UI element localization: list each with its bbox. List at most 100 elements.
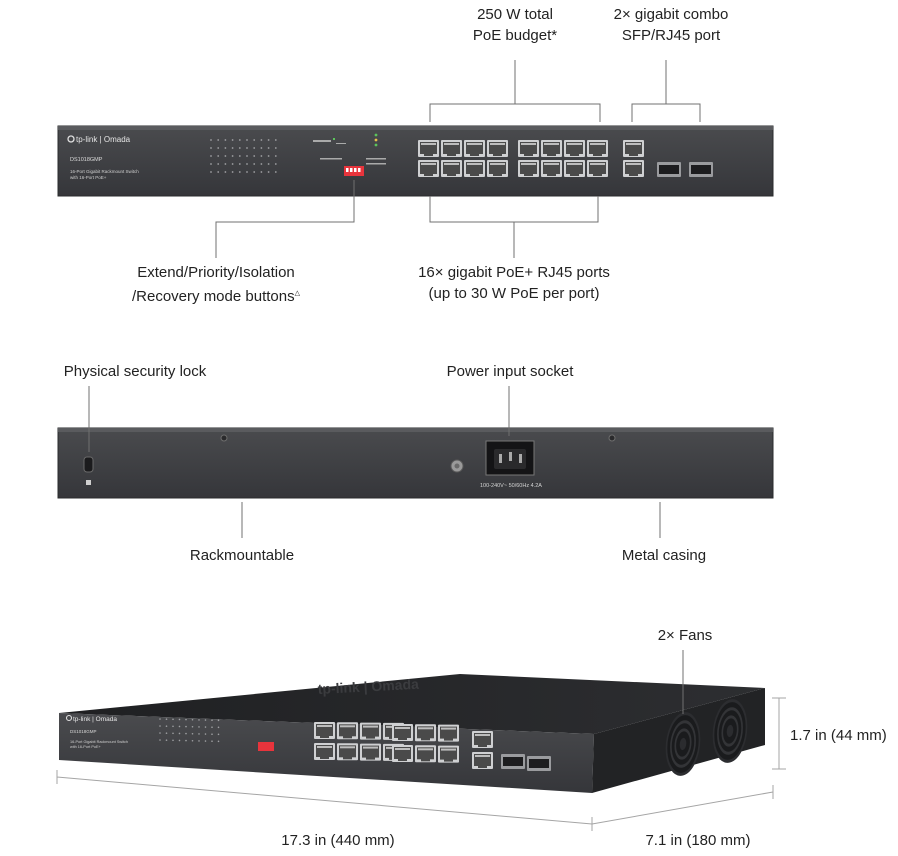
rj45-port-bottom-3[interactable]	[464, 160, 485, 177]
led-dot	[211, 719, 213, 721]
led-dot	[172, 725, 174, 728]
persp-port-top-6[interactable]	[415, 724, 436, 742]
led-dot	[260, 163, 263, 165]
rj45-port-top-7[interactable]	[564, 140, 585, 157]
brand-logo: tp-link | Omada	[76, 135, 131, 144]
dimension-height: 1.7 in (44 mm)	[790, 727, 887, 744]
led-dot	[238, 147, 241, 149]
led-dot	[238, 155, 241, 157]
led-dot	[191, 725, 194, 728]
rj45-port-bottom-2[interactable]	[441, 160, 462, 177]
sfp-port-1[interactable]	[657, 162, 681, 177]
callout-poe-budget: 250 W total PoE budget*	[455, 4, 575, 46]
svg-text:tp-link | Omada: tp-link | Omada	[317, 676, 419, 697]
led-dot	[224, 163, 227, 165]
led-dot	[274, 139, 277, 141]
persp-port-bottom-3[interactable]	[360, 743, 381, 761]
persp-port-top-1[interactable]	[314, 722, 335, 739]
led-dot	[198, 726, 200, 728]
perspective-combo-bottom[interactable]	[472, 752, 493, 769]
led-dot	[165, 725, 168, 727]
power-socket[interactable]	[485, 440, 535, 476]
led-dot	[217, 740, 220, 743]
persp-port-bottom-2[interactable]	[337, 743, 358, 761]
rj45-port-top-8[interactable]	[587, 140, 608, 157]
led-dot	[210, 147, 212, 149]
persp-port-bottom-7[interactable]	[438, 745, 459, 763]
persp-port-top-2[interactable]	[337, 722, 358, 740]
led-dot	[165, 732, 168, 734]
led-dot	[198, 733, 200, 735]
led-dot	[211, 726, 213, 728]
perspective-logo: tp-link | Omada DS1018GMP 16-Port Gigabi…	[65, 714, 128, 749]
persp-port-bottom-6[interactable]	[415, 745, 436, 763]
rj45-port-top-6[interactable]	[541, 140, 562, 157]
rj45-port-bottom-6[interactable]	[541, 160, 562, 177]
rear-leader-lines	[88, 386, 661, 538]
callout-power-socket: Power input socket	[446, 363, 574, 380]
led-dot	[253, 163, 256, 165]
led-dot	[185, 739, 187, 742]
led-dot	[178, 739, 181, 742]
led-dot	[159, 718, 161, 720]
led-dot	[178, 732, 181, 735]
led-dot	[267, 163, 270, 165]
persp-port-top-3[interactable]	[360, 722, 381, 740]
led-dot	[253, 139, 256, 141]
rj45-port-bottom-1[interactable]	[418, 160, 439, 177]
led-dot	[217, 163, 220, 165]
combo-rj45-port-top[interactable]	[623, 140, 644, 157]
led-dot	[238, 171, 241, 173]
led-dot	[210, 163, 212, 165]
led-dot	[274, 171, 277, 173]
led-dot	[217, 147, 220, 149]
rj45-port-bottom-5[interactable]	[518, 160, 539, 177]
led-dot	[224, 171, 227, 173]
led-dot	[238, 163, 241, 165]
perspective-sfp-1[interactable]	[501, 754, 525, 769]
model-label: DS1018GMP	[70, 157, 103, 163]
led-dot	[159, 725, 161, 727]
perspective-combo-top[interactable]	[472, 731, 493, 748]
front-panel-view: tp-link | Omada DS1018GMP 16-Port Gigabi…	[57, 60, 774, 258]
svg-text:with 16-Port PoE+: with 16-Port PoE+	[70, 745, 101, 749]
combo-rj45-port-bottom[interactable]	[623, 160, 644, 177]
led-dot	[267, 171, 270, 173]
callout-mode-buttons: Extend/Priority/Isolation /Recovery mode…	[106, 262, 326, 307]
model-desc-1: 16-Port Gigabit Rackmount Switch	[70, 169, 139, 174]
rj45-port-top-5[interactable]	[518, 140, 539, 157]
led-dot	[231, 139, 234, 141]
rj45-port-top-3[interactable]	[464, 140, 485, 157]
model-desc-2: with 16-Port PoE+	[70, 175, 107, 180]
persp-port-top-5[interactable]	[392, 724, 413, 741]
security-lock-slot[interactable]	[83, 456, 94, 473]
led-dot	[231, 163, 234, 165]
led-dot	[204, 719, 207, 721]
front-chassis	[57, 125, 774, 197]
led-dot	[204, 740, 207, 742]
led-dot	[238, 139, 241, 141]
led-dot	[260, 139, 263, 141]
rj45-port-bottom-4[interactable]	[487, 160, 508, 177]
perspective-view: tp-link | Omada tp-link | Omada DS1018GM…	[56, 650, 786, 831]
perspective-dip-switch[interactable]	[258, 742, 274, 751]
led-dot	[204, 733, 207, 735]
persp-port-bottom-1[interactable]	[314, 743, 335, 760]
led-dot	[217, 719, 220, 722]
led-dot	[246, 147, 248, 149]
rj45-port-top-4[interactable]	[487, 140, 508, 157]
rj45-port-bottom-7[interactable]	[564, 160, 585, 177]
persp-port-bottom-5[interactable]	[392, 745, 413, 762]
svg-text:16-Port Gigabit Rackmount Swit: 16-Port Gigabit Rackmount Switch	[70, 740, 128, 744]
perspective-sfp-2[interactable]	[527, 756, 551, 771]
callout-rackmountable: Rackmountable	[189, 547, 295, 564]
led-dot	[246, 163, 248, 165]
rj45-port-top-2[interactable]	[441, 140, 462, 157]
rj45-port-bottom-8[interactable]	[587, 160, 608, 177]
rj45-port-top-1[interactable]	[418, 140, 439, 157]
led-dot	[198, 740, 200, 742]
front-leader-lines	[215, 60, 701, 258]
sfp-port-2[interactable]	[689, 162, 713, 177]
persp-port-top-7[interactable]	[438, 724, 459, 742]
callout-poe-budget-line-2: PoE budget*	[472, 27, 558, 44]
